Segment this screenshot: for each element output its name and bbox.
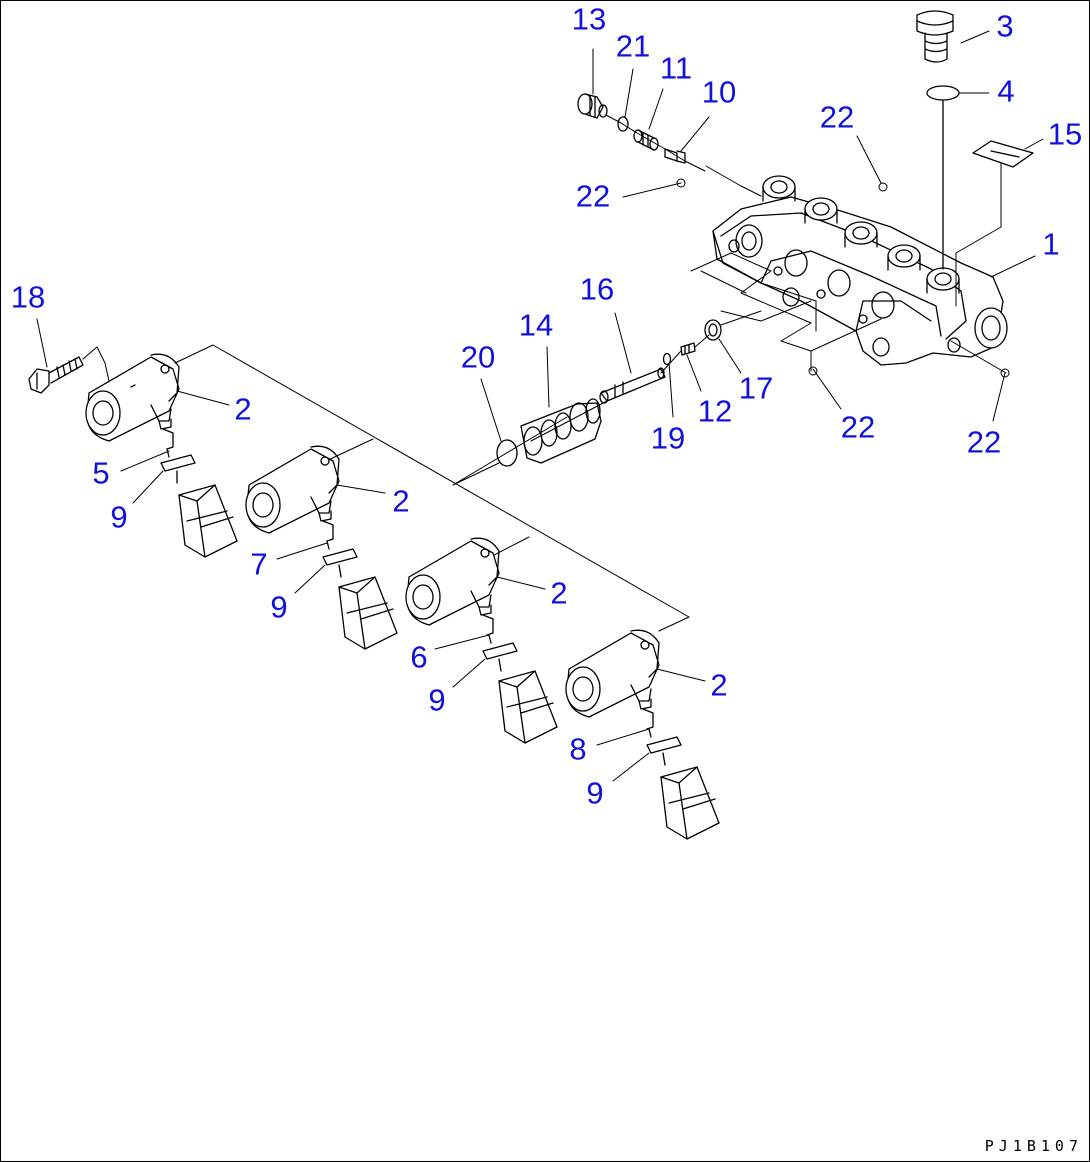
plug-part-13 xyxy=(577,93,608,119)
callout-13: 13 xyxy=(571,1,607,37)
callout-16: 16 xyxy=(579,271,615,307)
nut-part-17 xyxy=(704,319,722,341)
callout-5: 5 xyxy=(92,455,110,491)
solenoid-unit-3 xyxy=(405,537,558,744)
callout-2-unit-1: 2 xyxy=(234,391,252,427)
o-ring-part-4 xyxy=(926,85,960,101)
callout-2-unit-4: 2 xyxy=(710,667,728,703)
wiring-reference-line xyxy=(174,344,690,632)
callout-1: 1 xyxy=(1042,226,1060,262)
callout-22-bottom: 22 xyxy=(840,409,876,445)
callout-14: 14 xyxy=(518,307,554,343)
guide-line-spool xyxy=(530,310,762,442)
callout-19: 19 xyxy=(650,420,686,456)
spool-part-14 xyxy=(520,398,602,464)
callout-9-unit-2: 9 xyxy=(270,589,288,625)
spring-part-12 xyxy=(680,342,696,356)
valve-part-10 xyxy=(664,148,686,164)
callout-2-unit-3: 2 xyxy=(550,575,568,611)
callout-4: 4 xyxy=(997,73,1015,109)
callout-7: 7 xyxy=(250,546,268,582)
spool-part-16 xyxy=(599,367,666,404)
callout-22-top: 22 xyxy=(819,99,855,135)
ring-part-19 xyxy=(662,352,672,366)
callout-18: 18 xyxy=(10,279,46,315)
callout-9-unit-4: 9 xyxy=(586,775,604,811)
callout-22-left: 22 xyxy=(575,178,611,214)
callout-17: 17 xyxy=(738,370,774,406)
valve-body-part-1 xyxy=(712,175,1008,366)
callout-21: 21 xyxy=(615,28,651,64)
callout-6: 6 xyxy=(410,639,428,675)
guide-line-parts-10-13 xyxy=(605,114,706,172)
callout-12: 12 xyxy=(697,393,733,429)
callout-8: 8 xyxy=(569,731,587,767)
solenoid-unit-1 xyxy=(85,353,238,558)
o-ring-part-20 xyxy=(496,439,518,467)
callout-2-unit-2: 2 xyxy=(392,483,410,519)
drawing-code: PJ1B107 xyxy=(984,1137,1083,1155)
callout-9-unit-3: 9 xyxy=(428,682,446,718)
callout-11: 11 xyxy=(659,50,693,86)
callout-9-unit-1: 9 xyxy=(110,499,128,535)
callout-leader-lines xyxy=(36,30,1044,782)
o-ring-part-21 xyxy=(617,116,629,132)
callout-20: 20 xyxy=(460,339,496,375)
bolt-part-18 xyxy=(28,356,84,394)
callout-15: 15 xyxy=(1047,116,1083,152)
callout-22-right: 22 xyxy=(966,424,1002,460)
solenoid-unit-2 xyxy=(245,445,398,650)
plug-part-3 xyxy=(916,10,954,63)
assembly-guide-lines-body xyxy=(690,160,1007,374)
guide-line-part-18 xyxy=(82,346,110,382)
callout-10: 10 xyxy=(701,74,737,110)
solenoid-unit-4 xyxy=(565,629,720,840)
plate-part-15 xyxy=(972,140,1034,168)
callout-3: 3 xyxy=(996,8,1014,44)
